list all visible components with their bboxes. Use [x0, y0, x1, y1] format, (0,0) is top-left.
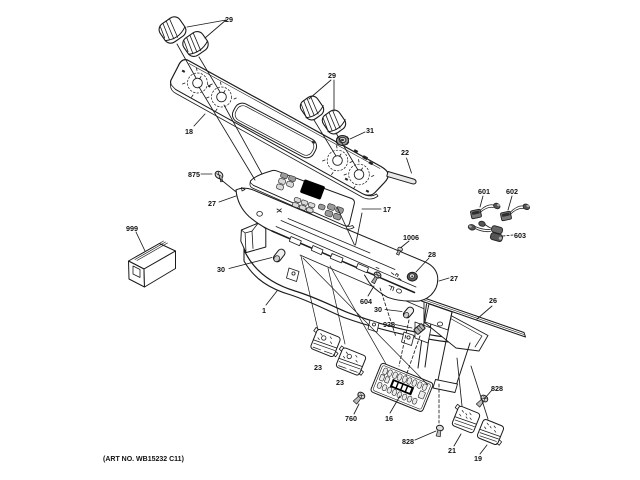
svg-text:1: 1 — [262, 306, 266, 315]
svg-text:21: 21 — [448, 446, 456, 455]
svg-text:760: 760 — [345, 414, 357, 423]
svg-text:938: 938 — [383, 320, 395, 329]
svg-text:17: 17 — [383, 205, 391, 214]
svg-text:27: 27 — [450, 274, 458, 283]
svg-text:31: 31 — [366, 126, 374, 135]
svg-text:18: 18 — [185, 127, 193, 136]
svg-text:875: 875 — [188, 170, 200, 179]
svg-text:26: 26 — [489, 296, 497, 305]
svg-text:28: 28 — [428, 250, 436, 259]
svg-text:29: 29 — [225, 15, 233, 24]
svg-text:22: 22 — [401, 148, 409, 157]
svg-text:1006: 1006 — [403, 233, 419, 242]
svg-text:16: 16 — [385, 414, 393, 423]
svg-text:604: 604 — [360, 297, 372, 306]
svg-text:603: 603 — [514, 231, 526, 240]
svg-text:601: 601 — [478, 187, 490, 196]
svg-text:999: 999 — [126, 224, 138, 233]
svg-text:23: 23 — [336, 378, 344, 387]
svg-text:30: 30 — [217, 265, 225, 274]
svg-text:828: 828 — [402, 437, 414, 446]
svg-text:27: 27 — [208, 199, 216, 208]
svg-text:30: 30 — [374, 305, 382, 314]
svg-text:29: 29 — [328, 71, 336, 80]
svg-text:602: 602 — [506, 187, 518, 196]
svg-text:23: 23 — [314, 363, 322, 372]
svg-text:(ART NO. WB15232 C11): (ART NO. WB15232 C11) — [103, 456, 184, 463]
svg-text:828: 828 — [491, 384, 503, 393]
svg-text:19: 19 — [474, 454, 482, 463]
